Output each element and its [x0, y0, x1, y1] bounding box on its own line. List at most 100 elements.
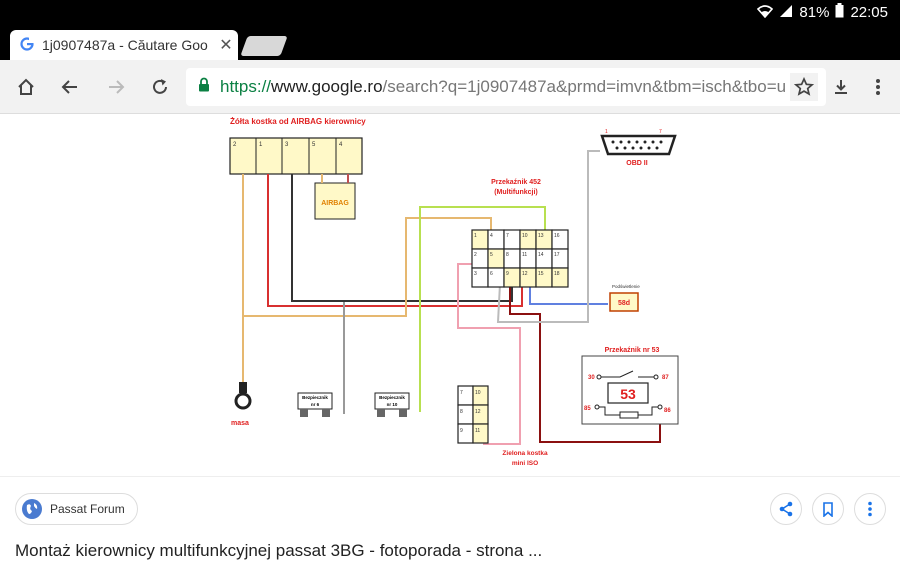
mini-iso-pin-label: 7	[460, 390, 463, 396]
yellow-pin-label: 5	[312, 142, 316, 148]
globe-icon	[22, 499, 42, 519]
fuse-6: Bezpiecznik nr 6	[297, 392, 333, 417]
more-vert-icon	[876, 79, 880, 95]
bookmark-icon	[823, 501, 833, 517]
relay-452-pin-label: 18	[554, 271, 560, 277]
lock-icon	[198, 77, 210, 97]
mini-iso-cell	[472, 423, 489, 444]
download-button[interactable]	[827, 73, 855, 101]
relay-452-pin-label: 17	[554, 252, 560, 258]
google-favicon-icon	[20, 36, 35, 54]
relay-53-pin-30: 30	[588, 375, 595, 381]
share-icon	[779, 501, 793, 517]
relay-53-number: 53	[620, 386, 636, 402]
relay-452-pin-label: 13	[538, 233, 544, 239]
relay-452-pin-label: 14	[538, 252, 544, 258]
more-vert-icon	[868, 501, 872, 517]
back-arrow-icon	[61, 80, 77, 94]
fuse-6-number: nr 6	[311, 402, 320, 407]
relay-452-pin-label: 4	[490, 233, 493, 239]
status-icons: 81% 22:05	[757, 3, 888, 22]
wire-blue	[529, 286, 608, 305]
pin-58d-box	[609, 292, 639, 312]
relay-452-cell	[551, 267, 569, 288]
source-chip[interactable]: Passat Forum	[15, 493, 138, 525]
browser-toolbar: https://www.google.ro/search?q=1j0907487…	[0, 60, 900, 114]
mini-iso-pin-label: 8	[460, 409, 463, 415]
airbag-module	[314, 182, 356, 220]
yellow-connector-title: Żółta kostka od AIRBAG kierownicy	[230, 117, 366, 126]
relay-452-pin-label: 15	[538, 271, 544, 277]
signal-icon	[779, 4, 793, 22]
reload-button[interactable]	[146, 73, 174, 101]
relay-452-pin-label: 5	[490, 252, 493, 258]
obd-label: OBD II	[626, 160, 647, 167]
fuse-10-label: Bezpiecznik	[379, 395, 405, 400]
podswietlenie-label: Podświetlenie	[612, 284, 640, 289]
relay-452-pin-label: 9	[506, 271, 509, 277]
relay-452-pin-label: 12	[522, 271, 528, 277]
masa-label: masa	[231, 420, 249, 427]
more-options-button[interactable]	[854, 493, 886, 525]
relay-452-title: Przekaźnik 452	[491, 179, 541, 186]
ground-terminal	[234, 392, 252, 410]
result-title[interactable]: Montaż kierownicy multifunkcyjnej passat…	[15, 541, 543, 560]
home-button[interactable]	[12, 73, 40, 101]
mini-iso-subtitle: mini ISO	[512, 460, 538, 467]
fuse-10: Bezpiecznik nr 10	[374, 392, 410, 417]
close-tab-icon[interactable]: ✕	[219, 37, 233, 54]
save-image-button[interactable]	[812, 493, 844, 525]
share-button[interactable]	[770, 493, 802, 525]
menu-button[interactable]	[864, 73, 892, 101]
relay-452-subtitle: (Multifunkcji)	[494, 189, 538, 196]
relay-452-pin-label: 11	[522, 252, 527, 258]
pin-58d-label: 58d	[618, 300, 630, 307]
new-tab-button[interactable]	[240, 36, 288, 56]
wifi-icon	[757, 4, 774, 22]
yellow-pin-label: 4	[339, 142, 343, 148]
relay-452-pin-label: 6	[490, 271, 493, 277]
battery-icon	[835, 3, 844, 22]
obd-pin-7: 7	[659, 129, 662, 135]
fuse-10-number: nr 10	[387, 402, 398, 407]
bookmark-star-button[interactable]	[790, 73, 818, 101]
relay-53-pin-86: 86	[664, 408, 671, 414]
relay-452-pin-label: 7	[506, 233, 509, 239]
tab-strip: 1j0907487a - Căutare Goo ✕	[0, 26, 900, 60]
relay-53-title: Przekaźnik nr 53	[605, 347, 660, 354]
star-icon	[794, 77, 814, 96]
download-icon	[835, 80, 847, 94]
wire-red	[267, 174, 523, 307]
mini-iso-pin-label: 10	[475, 390, 481, 396]
back-button[interactable]	[56, 73, 84, 101]
wire-black	[291, 174, 513, 302]
home-icon	[18, 78, 34, 95]
yellow-connector	[229, 137, 363, 175]
forward-button[interactable]	[102, 73, 130, 101]
obd-pin-1: 1	[605, 129, 608, 135]
relay-452-pin-label: 16	[554, 233, 560, 239]
forward-arrow-icon	[109, 80, 125, 94]
yellow-pin-label: 1	[259, 142, 263, 148]
wiring-diagram[interactable]: Żółta kostka od AIRBAG kierownicy 2 1 3 …	[0, 114, 900, 475]
wire-darkred	[509, 286, 661, 443]
source-name: Passat Forum	[50, 502, 125, 516]
url-path: /search?q=1j0907487a&prmd=imvn&tbm=isch&…	[382, 77, 787, 96]
airbag-label: AIRBAG	[321, 200, 349, 207]
relay-452-pin-label: 2	[474, 252, 477, 258]
mini-iso-pin-label: 9	[460, 428, 463, 434]
result-panel: Passat Forum Montaż kierownicy multifunk…	[0, 476, 900, 563]
url-scheme: https://	[220, 77, 272, 96]
fuse-6-label: Bezpiecznik	[302, 395, 328, 400]
relay-53-pin-87: 87	[662, 375, 669, 381]
obd-connector	[600, 134, 677, 156]
tab-title: 1j0907487a - Căutare Goo	[42, 37, 208, 53]
active-tab[interactable]: 1j0907487a - Căutare Goo ✕	[10, 30, 238, 60]
clock: 22:05	[850, 4, 888, 21]
url-domain: www.google.ro	[271, 77, 383, 96]
relay-452-pin-label: 3	[474, 271, 477, 277]
mini-iso-title: Zielona kostka	[502, 450, 548, 457]
address-bar[interactable]: https://www.google.ro/search?q=1j0907487…	[186, 68, 826, 106]
relay-452-pin-label: 8	[506, 252, 509, 258]
